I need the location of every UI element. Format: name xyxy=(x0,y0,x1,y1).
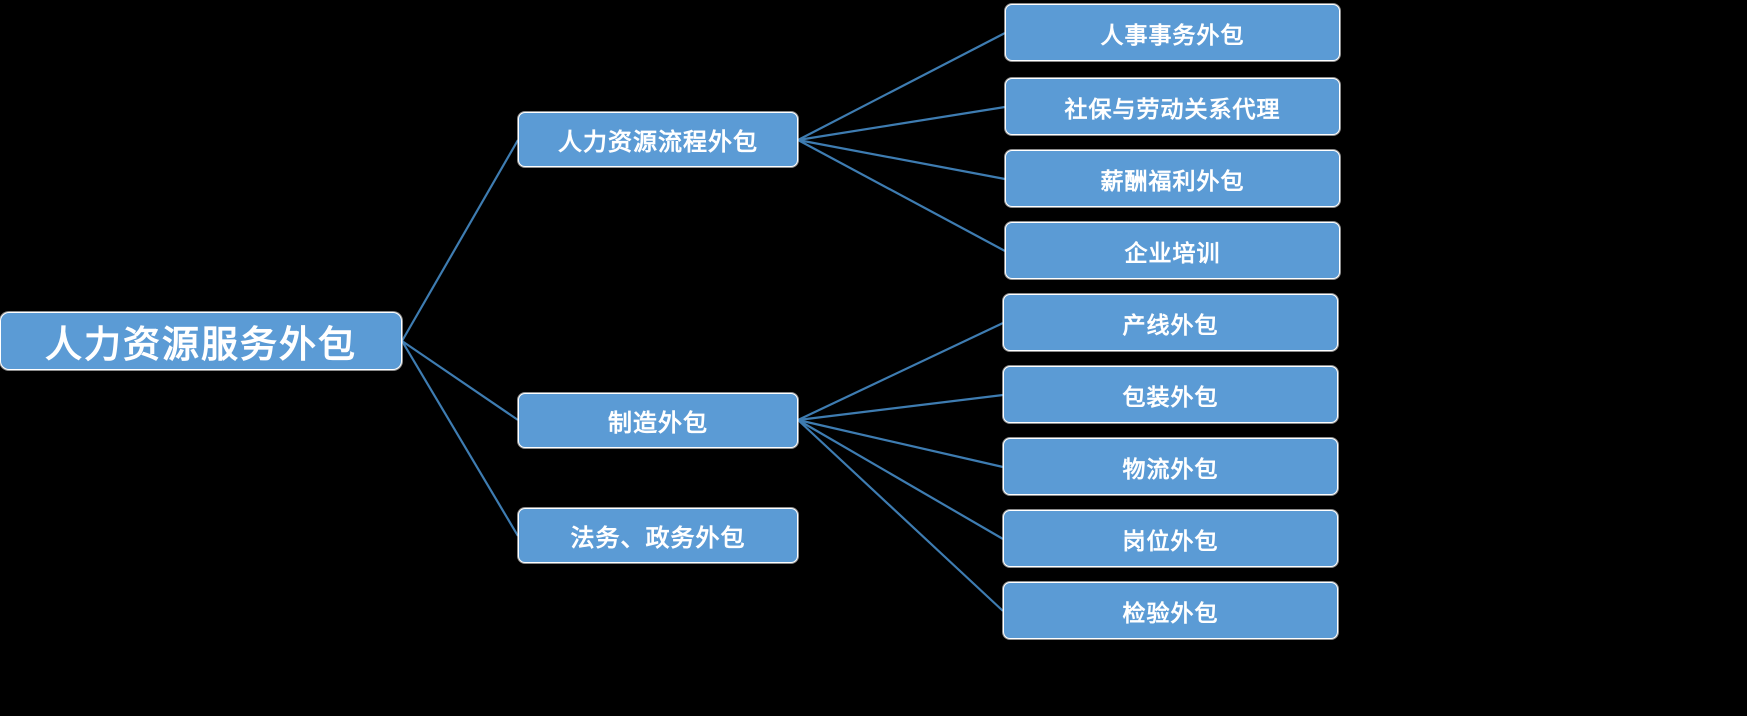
connector-root-to-人力资源流程外包 xyxy=(401,139,519,342)
connector-root-to-法务、政务外包 xyxy=(401,340,519,537)
connector-人力资源流程外包-to-企业培训 xyxy=(797,139,1006,252)
level3-node-2[interactable]: 薪酬福利外包 xyxy=(1005,150,1340,207)
level3-node-5[interactable]: 包装外包 xyxy=(1003,366,1338,423)
level3-node-4[interactable]: 产线外包 xyxy=(1003,294,1338,351)
node-label: 物流外包 xyxy=(1122,455,1219,482)
node-label: 企业培训 xyxy=(1124,239,1221,266)
connector-制造外包-to-包装外包 xyxy=(797,393,1004,422)
root-node-人力资源服务外包[interactable]: 人力资源服务外包 xyxy=(0,312,402,370)
node-label: 薪酬福利外包 xyxy=(1100,167,1245,194)
connector-人力资源流程外包-to-薪酬福利外包 xyxy=(797,138,1006,181)
level3-node-3[interactable]: 企业培训 xyxy=(1005,222,1340,279)
node-label: 产线外包 xyxy=(1122,311,1219,338)
node-label: 包装外包 xyxy=(1122,383,1219,410)
node-label: 人力资源流程外包 xyxy=(558,129,758,156)
node-label: 社保与劳动关系代理 xyxy=(1064,95,1281,122)
node-label: 人事事务外包 xyxy=(1100,21,1245,48)
connector-root-to-制造外包 xyxy=(401,340,519,421)
level2-node-1[interactable]: 制造外包 xyxy=(518,393,798,448)
level3-node-0[interactable]: 人事事务外包 xyxy=(1005,4,1340,61)
level3-node-8[interactable]: 检验外包 xyxy=(1003,582,1338,639)
level3-node-7[interactable]: 岗位外包 xyxy=(1003,510,1338,567)
connector-人力资源流程外包-to-社保与劳动关系代理 xyxy=(797,105,1006,142)
node-label: 法务、政务外包 xyxy=(570,525,746,552)
level3-node-6[interactable]: 物流外包 xyxy=(1003,438,1338,495)
connector-制造外包-to-产线外包 xyxy=(797,322,1004,421)
node-label: 岗位外包 xyxy=(1122,527,1219,554)
connector-人力资源流程外包-to-人事事务外包 xyxy=(797,32,1006,141)
connector-制造外包-to-检验外包 xyxy=(797,419,1004,612)
node-label: 制造外包 xyxy=(608,410,708,437)
level2-node-0[interactable]: 人力资源流程外包 xyxy=(518,112,798,167)
level3-node-1[interactable]: 社保与劳动关系代理 xyxy=(1005,78,1340,135)
connector-制造外包-to-岗位外包 xyxy=(797,419,1004,540)
node-label: 人力资源服务外包 xyxy=(45,324,357,365)
level2-node-2[interactable]: 法务、政务外包 xyxy=(518,508,798,563)
node-label: 检验外包 xyxy=(1122,599,1219,626)
connector-制造外包-to-物流外包 xyxy=(797,418,1004,469)
